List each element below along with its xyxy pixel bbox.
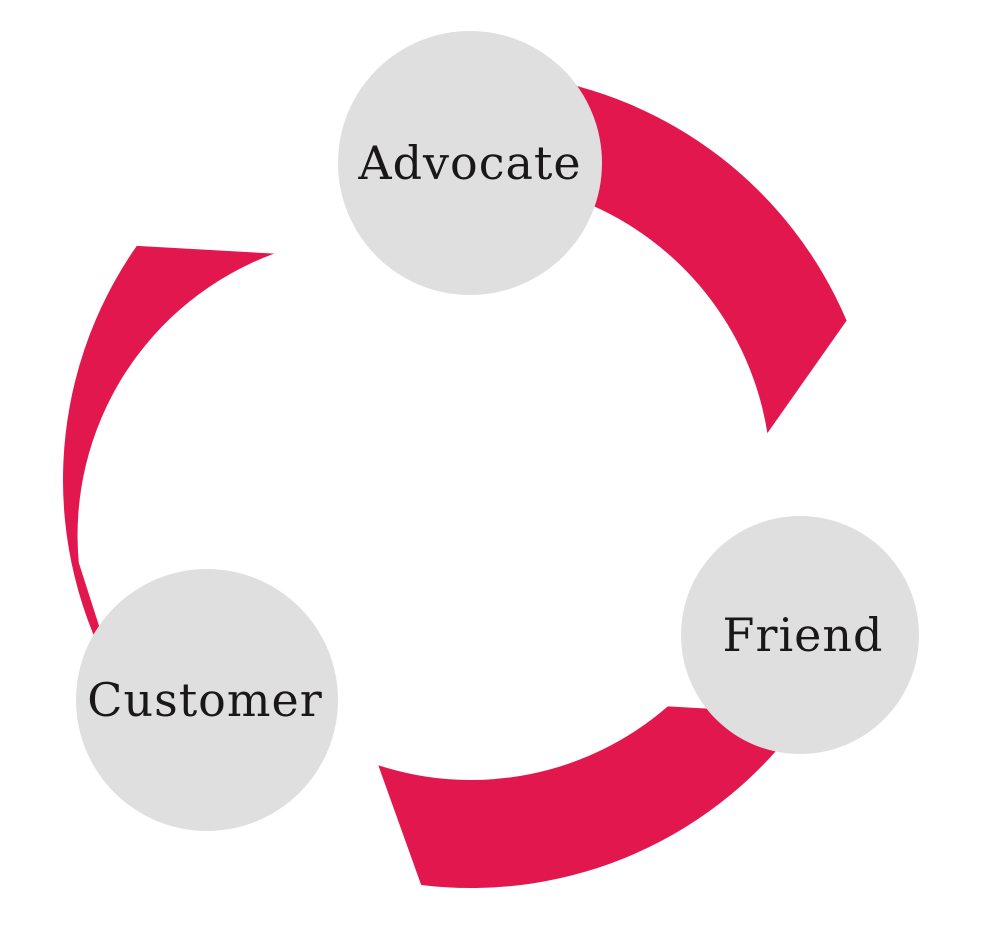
cycle-node-labels: Advocate Friend Customer — [87, 136, 884, 727]
cycle-nodes — [76, 31, 919, 831]
arc-friend-to-customer — [378, 706, 806, 889]
node-circle-advocate — [338, 31, 602, 295]
node-label-customer: Customer — [87, 673, 322, 727]
node-label-advocate: Advocate — [357, 136, 581, 190]
cycle-arcs — [63, 76, 847, 889]
arc-customer-to-advocate — [63, 245, 275, 684]
node-label-friend: Friend — [723, 608, 884, 662]
node-circle-friend — [681, 516, 919, 754]
node-circle-customer — [76, 569, 338, 831]
arc-advocate-to-friend — [527, 76, 847, 434]
